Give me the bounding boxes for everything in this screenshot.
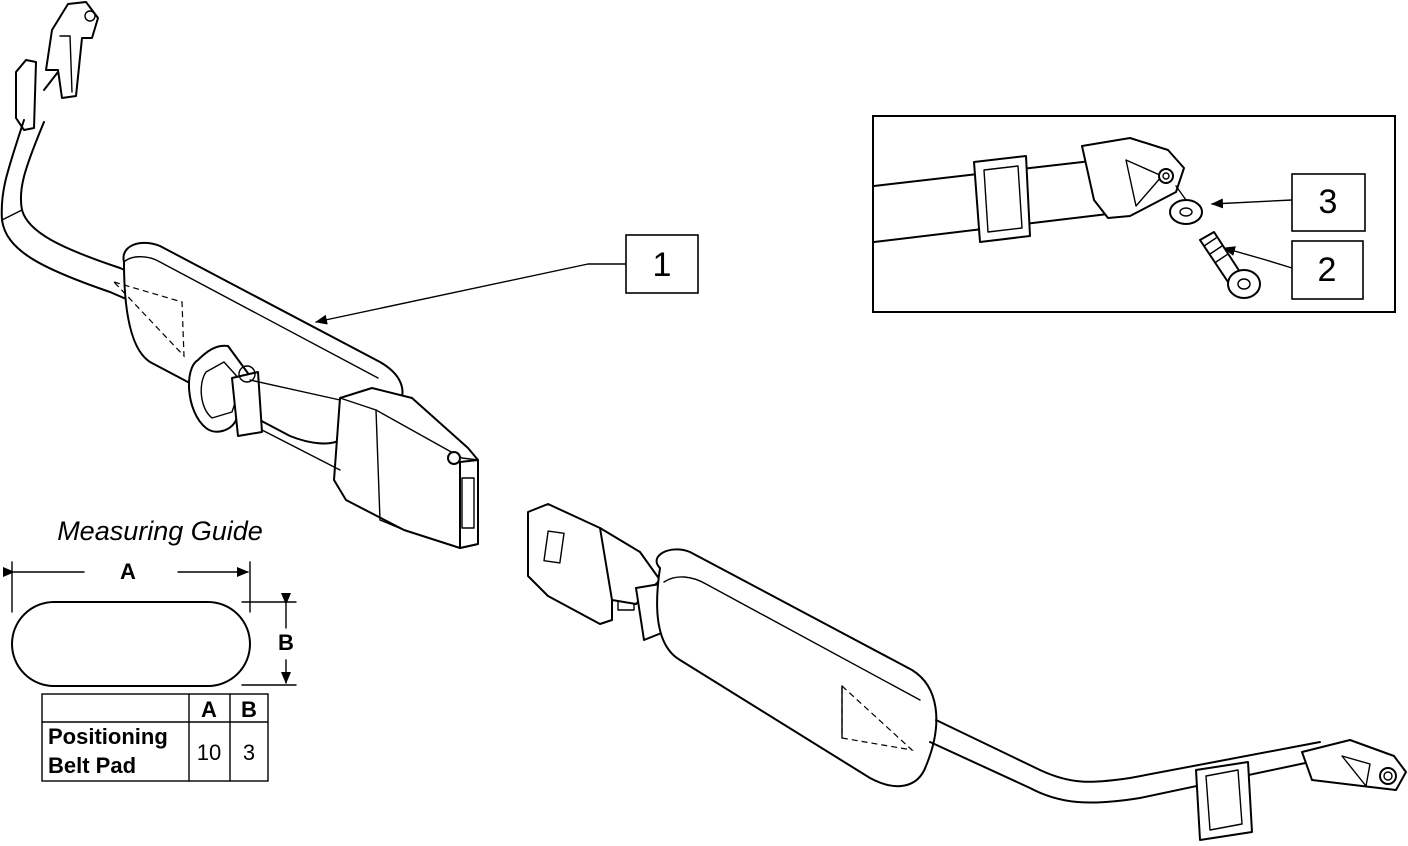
left-belt-half [0,1,479,549]
right-strap-keeper [1195,761,1253,841]
inset-end-bracket [1081,137,1185,219]
callout-2-label: 2 [1318,251,1337,289]
size-table: A B Positioning Belt Pad 10 3 [41,693,269,782]
dim-b-label: B [278,630,294,655]
dim-a-label: A [120,559,136,584]
left-buckle-housing [333,387,479,549]
table-header-a: A [201,697,217,722]
right-belt-half [527,503,1407,841]
callout-1-label: 1 [653,246,672,284]
right-strap [929,741,1311,804]
inset-strap-keeper [973,155,1031,243]
left-buckle-clip [15,59,37,131]
washer-icon [1169,199,1203,225]
right-tongue-plate [527,503,613,625]
detail-inset: 3 2 [872,115,1396,313]
table-row-label-line1: Positioning [48,724,168,749]
callout-3-label: 3 [1319,183,1338,221]
buckle-button-icon [447,451,461,465]
measuring-guide-title: Measuring Guide [57,516,263,546]
callout-1: 1 [315,234,699,325]
end-bolt-icon [1379,767,1397,785]
table-row-label-line2: Belt Pad [48,753,136,778]
table-cell-b: 3 [243,740,255,765]
measuring-guide: Measuring Guide A B [3,516,297,687]
left-top-bracket [45,1,99,99]
inset-bolt-icon [1158,168,1174,184]
table-header-b: B [241,697,257,722]
table-cell-a: 10 [197,740,221,765]
bracket-bolt-icon [84,10,96,22]
pad-outline [11,601,251,687]
right-belt-pad [655,548,938,787]
